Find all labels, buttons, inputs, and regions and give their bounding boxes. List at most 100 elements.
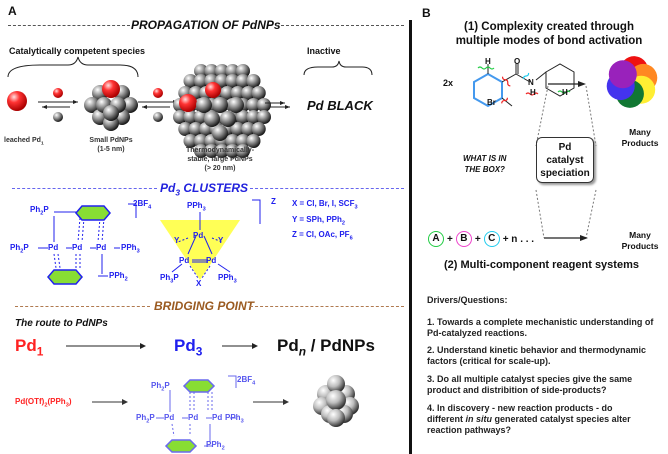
pd-atom: Pd: [96, 243, 107, 252]
small-pdnp-text: Small PdNPs: [89, 137, 133, 144]
y-def-sub: 2: [341, 220, 345, 227]
inactive-brace: [303, 60, 373, 76]
large-pdnp-size: (> 20 nm): [204, 165, 236, 172]
reagent-tail: + n . . .: [502, 233, 535, 245]
product-petal: [608, 60, 637, 89]
catalytic-brace: [7, 56, 139, 78]
precursor-text: Pd(OTf): [15, 397, 45, 406]
add-pd-atom: [53, 88, 63, 98]
pd-atom: Pd: [164, 413, 175, 422]
pd-sphere: [230, 86, 245, 100]
z-definition: Z = Cl, OAc, PF6: [292, 229, 358, 245]
pd-sphere: [236, 110, 250, 124]
complexity-title-line2: multiple modes of bond activation: [455, 35, 643, 47]
pdn-sub: n: [298, 344, 306, 359]
leached-pd-sub: 1: [40, 141, 44, 147]
pd-sphere: [225, 74, 240, 88]
route-arrow-1: [66, 343, 146, 349]
precursor-arrow: [92, 399, 128, 405]
divider-line: [250, 306, 404, 307]
pd-speciation-box: Pd catalyst speciation: [536, 137, 594, 183]
divider-line: [12, 188, 157, 189]
z-def-text: Z = Cl, OAc, PF: [292, 230, 350, 240]
pd-sphere: [246, 110, 261, 124]
route-label: The route to PdNPs: [15, 318, 108, 329]
many-products-label-2: Many Products: [612, 230, 668, 252]
y-definition: Y = SPh, PPh2: [292, 214, 358, 230]
x-def-sub: 3: [354, 204, 358, 211]
clusters-title-pd: Pd: [160, 181, 176, 195]
clusters-title-rest: CLUSTERS: [180, 181, 249, 195]
question-3: 3. Do all multiple catalyst species give…: [427, 374, 633, 395]
propagation-scheme: [7, 56, 373, 158]
y-def-text: Y = SPh, PPh: [292, 214, 342, 224]
many-text: Many: [629, 127, 651, 137]
pd-added-atom: [205, 82, 221, 98]
question-4: 4. In discovery - new reaction products …: [427, 403, 647, 436]
leached-pd-text: leached Pd: [4, 137, 41, 144]
pd-sphere: [236, 144, 250, 158]
pd-sphere: [178, 122, 193, 136]
pd-sphere: [246, 74, 261, 88]
pdn-rest: / PdNPs: [306, 336, 375, 355]
z-def-sub: 6: [349, 235, 353, 242]
many-products-flower: [606, 56, 658, 108]
box-question: WHAT IS IN THE BOX?: [463, 153, 506, 175]
pd-atom: Pd: [48, 243, 59, 252]
pd-sphere: [241, 122, 256, 136]
panel-divider: [409, 20, 412, 454]
pd-sphere: [241, 86, 256, 100]
pd-sphere: [183, 134, 198, 148]
pd-sphere: [230, 122, 245, 136]
atom-h: H: [530, 88, 536, 97]
question-2: 2. Understand kinetic behavior and therm…: [427, 345, 647, 366]
pd-atom: Pd: [212, 413, 223, 422]
propagation-title: PROPAGATION OF PdNPs: [131, 18, 281, 32]
clusters-title: Pd3 CLUSTERS: [160, 181, 248, 197]
small-pdnp-cluster: [84, 80, 138, 131]
pd-sphere: [251, 122, 266, 136]
x-definition: X = Cl, Br, I, SCF3: [292, 198, 358, 214]
bridging-title: BRIDGING POINT: [154, 299, 255, 313]
remove-pd-atom: [53, 112, 63, 122]
arene-ring-bottom: [47, 269, 83, 285]
precursor-label: Pd(OTf)2(PPh3): [15, 397, 71, 409]
triangle-face: [160, 220, 240, 280]
pd-sphere: [194, 144, 208, 158]
pd-sphere: [194, 74, 208, 88]
pdnp-product-cluster: [313, 375, 359, 427]
box-line-3: speciation: [540, 168, 590, 179]
clusters-title-sub: 3: [175, 187, 181, 198]
pd-sphere: [225, 144, 240, 158]
pd-added-atom: [179, 94, 197, 112]
plus-sign: +: [447, 233, 453, 245]
inactive-label: Inactive: [307, 46, 341, 56]
pd3-label: Pd3: [174, 336, 202, 358]
pd-sphere: [196, 97, 212, 113]
reagent-c: C: [483, 231, 500, 247]
pd3-sandwich-complex: [38, 203, 137, 285]
box-line-1: Pd: [558, 142, 572, 153]
pd-sphere: [236, 64, 250, 78]
products-text: Products: [621, 241, 659, 251]
pd3-triangle-complex: [160, 199, 261, 280]
pd-sphere: [257, 98, 271, 112]
plus-sign: +: [474, 233, 481, 245]
pd-sphere: [236, 134, 250, 148]
counter-ion-z: Z: [271, 197, 276, 206]
complexity-title: (1) Complexity created through multiple …: [430, 20, 668, 48]
question-4-pre: 4. In discovery - new reaction products …: [427, 403, 613, 424]
pd-sphere: [225, 64, 240, 78]
large-pdnp-text-2: stable, large PdNPs: [187, 156, 253, 163]
substrate-structure: [473, 63, 575, 108]
divider-line: [15, 306, 150, 307]
pd-sphere: [228, 97, 244, 113]
pd-sphere: [183, 74, 198, 88]
pd-atom: Pd: [188, 413, 199, 422]
pd-sphere: [212, 125, 228, 141]
pd-sphere: [204, 64, 219, 78]
question-4-post: generated catalyst species alter reactio…: [427, 414, 631, 435]
large-pdnp-cluster: [173, 64, 271, 158]
small-pdnp-label: Small PdNPs(1-5 nm): [86, 136, 136, 154]
pd-sphere: [215, 144, 229, 158]
